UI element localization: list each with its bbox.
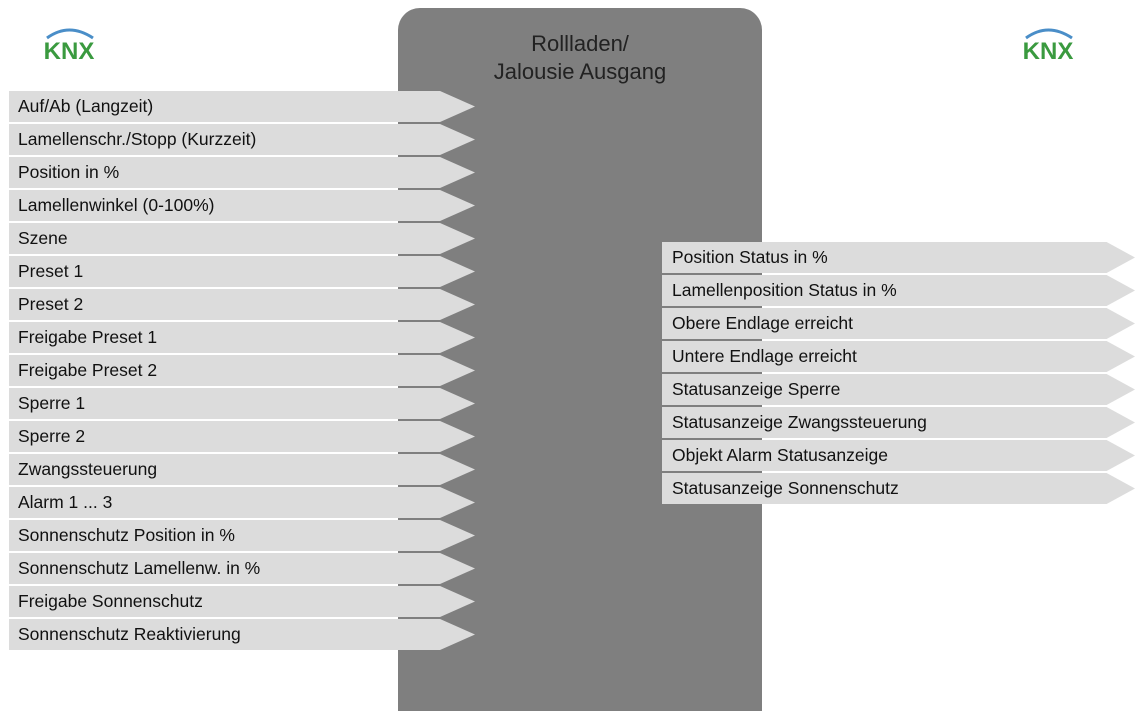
- knx-logo-right: KNX: [1012, 26, 1084, 62]
- input-object-label: Lamellenwinkel (0-100%): [18, 195, 215, 215]
- input-object-label: Freigabe Sonnenschutz: [18, 591, 203, 611]
- output-object-arrow: Objekt Alarm Statusanzeige: [662, 440, 1135, 471]
- output-object-label: Obere Endlage erreicht: [672, 313, 853, 333]
- output-object-arrow: Statusanzeige Sonnenschutz: [662, 473, 1135, 504]
- output-object-label: Objekt Alarm Statusanzeige: [672, 445, 888, 465]
- output-object-label: Untere Endlage erreicht: [672, 346, 857, 366]
- input-object-arrow: Lamellenwinkel (0-100%): [9, 190, 475, 221]
- device-title-line2: Jalousie Ausgang: [493, 59, 667, 84]
- output-object-label: Position Status in %: [672, 247, 828, 267]
- output-objects-list: Position Status in % Lamellenposition Sta…: [662, 242, 1135, 506]
- output-object-label: Lamellenposition Status in %: [672, 280, 897, 300]
- device-title-line1: Rollladen/: [531, 31, 629, 56]
- input-object-label: Sonnenschutz Position in %: [18, 525, 235, 545]
- input-object-arrow: Preset 1: [9, 256, 475, 287]
- input-object-arrow: Freigabe Preset 2: [9, 355, 475, 386]
- knx-logo-left: KNX: [33, 26, 105, 62]
- input-object-label: Preset 1: [18, 261, 84, 281]
- output-object-arrow: Lamellenposition Status in %: [662, 275, 1135, 306]
- input-object-arrow: Freigabe Preset 1: [9, 322, 475, 353]
- output-object-arrow: Untere Endlage erreicht: [662, 341, 1135, 372]
- input-object-arrow: Auf/Ab (Langzeit): [9, 91, 475, 122]
- output-object-label: Statusanzeige Sonnenschutz: [672, 478, 899, 498]
- svg-text:KNX: KNX: [1023, 38, 1074, 62]
- input-object-label: Szene: [18, 228, 68, 248]
- input-object-arrow: Alarm 1 ... 3: [9, 487, 475, 518]
- input-objects-list: Auf/Ab (Langzeit) Lamellenschr./Stopp (Ku…: [9, 91, 475, 652]
- input-object-label: Position in %: [18, 162, 120, 182]
- svg-text:KNX: KNX: [44, 38, 95, 62]
- input-object-arrow: Szene: [9, 223, 475, 254]
- input-object-arrow: Sonnenschutz Reaktivierung: [9, 619, 475, 650]
- input-object-arrow: Sperre 1: [9, 388, 475, 419]
- input-object-label: Freigabe Preset 2: [18, 360, 158, 380]
- input-object-label: Zwangssteuerung: [18, 459, 158, 479]
- input-object-label: Freigabe Preset 1: [18, 327, 158, 347]
- output-object-label: Statusanzeige Zwangssteuerung: [672, 412, 927, 432]
- input-object-label: Alarm 1 ... 3: [18, 492, 113, 512]
- input-object-label: Sperre 1: [18, 393, 86, 413]
- output-object-arrow: Obere Endlage erreicht: [662, 308, 1135, 339]
- input-object-arrow: Sonnenschutz Position in %: [9, 520, 475, 551]
- input-object-label: Sonnenschutz Lamellenw. in %: [18, 558, 261, 578]
- input-object-arrow: Preset 2: [9, 289, 475, 320]
- input-object-arrow: Sperre 2: [9, 421, 475, 452]
- input-object-arrow: Zwangssteuerung: [9, 454, 475, 485]
- input-object-arrow: Lamellenschr./Stopp (Kurzzeit): [9, 124, 475, 155]
- input-object-arrow: Position in %: [9, 157, 475, 188]
- input-object-label: Preset 2: [18, 294, 84, 314]
- input-object-label: Auf/Ab (Langzeit): [18, 96, 154, 116]
- input-object-arrow: Sonnenschutz Lamellenw. in %: [9, 553, 475, 584]
- output-object-label: Statusanzeige Sperre: [672, 379, 841, 399]
- input-object-label: Sonnenschutz Reaktivierung: [18, 624, 241, 644]
- output-object-arrow: Statusanzeige Sperre: [662, 374, 1135, 405]
- input-object-label: Sperre 2: [18, 426, 86, 446]
- input-object-label: Lamellenschr./Stopp (Kurzzeit): [18, 129, 257, 149]
- output-object-arrow: Statusanzeige Zwangssteuerung: [662, 407, 1135, 438]
- output-object-arrow: Position Status in %: [662, 242, 1135, 273]
- input-object-arrow: Freigabe Sonnenschutz: [9, 586, 475, 617]
- device-title: Rollladen/ Jalousie Ausgang: [398, 30, 762, 86]
